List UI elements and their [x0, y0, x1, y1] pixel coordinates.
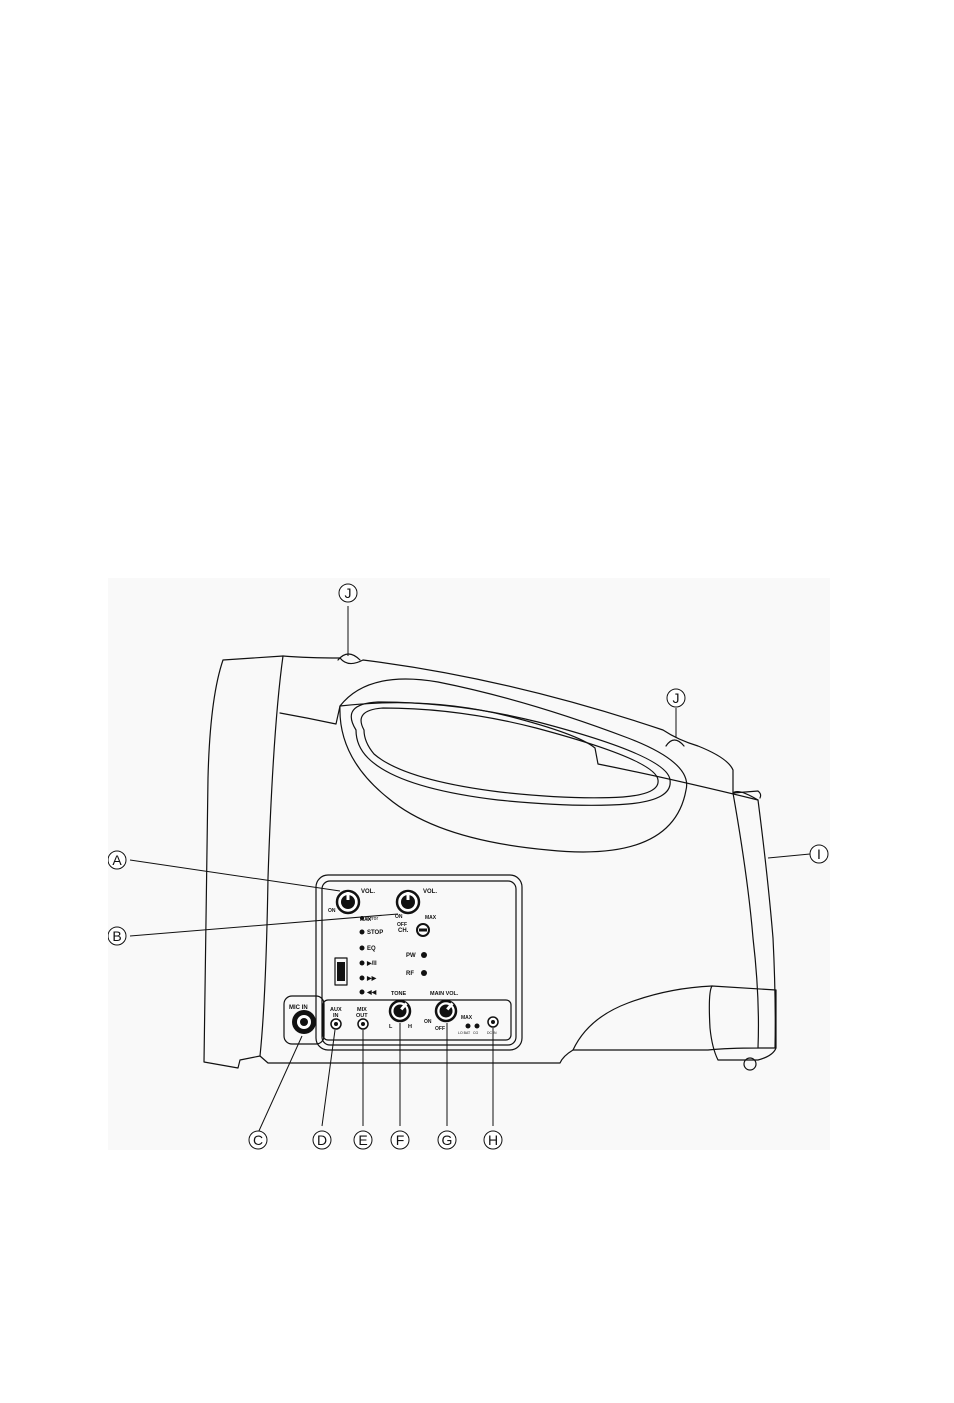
play-pause-button-dot: [360, 961, 365, 966]
eq-button-dot: [360, 946, 365, 951]
dc-in-jack: [488, 1017, 498, 1027]
ff-button-dot: [360, 976, 365, 981]
callout-g: G: [442, 1132, 453, 1148]
callout-d: D: [317, 1132, 327, 1148]
dc-in-label: DC IN: [487, 1031, 497, 1035]
tone-label: TONE: [391, 991, 407, 997]
stop-label: STOP: [367, 930, 383, 936]
main-volume-knob: [436, 1001, 456, 1021]
max-label-b: MAX: [425, 915, 437, 921]
channel-selector: [417, 924, 429, 936]
main-on-label: ON: [424, 1019, 432, 1025]
lo-bat-led: [466, 1024, 471, 1029]
callout-b: B: [112, 928, 121, 944]
on-label-a: ON: [328, 908, 336, 914]
callout-j-rear: J: [673, 690, 680, 706]
mic-in-jack: [292, 1010, 316, 1034]
eq-label: EQ: [367, 946, 376, 952]
mic-in-label: MIC IN: [289, 1005, 308, 1011]
rew-button-dot: [360, 990, 365, 995]
cg-label: CG: [473, 1031, 479, 1035]
callout-h: H: [488, 1132, 498, 1148]
lo-bat-label: LO BAT: [458, 1031, 471, 1035]
input-strip: [323, 1000, 511, 1040]
on-label-b: ON: [395, 914, 403, 920]
mix-out-jack: [358, 1019, 368, 1029]
ff-label: ▶▶: [366, 975, 377, 982]
callout-f: F: [396, 1132, 405, 1148]
aux-in-jack: [331, 1019, 341, 1029]
speaker-side-view: VOL. VOL. ON MAX ON OFF MAX Error STOP E…: [108, 578, 830, 1150]
stop-button-dot: [360, 930, 365, 935]
rew-label: ◀◀: [366, 989, 377, 996]
mix-out-label: OUT: [356, 1013, 368, 1019]
pw-label: PW: [406, 953, 416, 959]
main-max-label: MAX: [461, 1015, 473, 1021]
top-peg-rear: [666, 740, 684, 746]
tone-knob: [390, 1001, 410, 1021]
callout-i: I: [817, 846, 821, 862]
volume-knob-b: [397, 891, 419, 913]
tone-h-label: H: [408, 1024, 412, 1030]
rf-label: RF: [406, 971, 414, 977]
ch-label: CH.: [398, 928, 409, 934]
main-vol-label: MAIN VOL.: [430, 991, 459, 997]
callout-e: E: [358, 1132, 367, 1148]
vol-label-a: VOL.: [361, 889, 375, 895]
callout-j-top: J: [345, 585, 352, 601]
tone-l-label: L: [389, 1024, 393, 1030]
main-off-label: OFF: [435, 1026, 445, 1032]
pw-led: [421, 952, 427, 958]
aux-in-label: IN: [333, 1013, 339, 1019]
front-cap: [204, 656, 283, 1068]
rf-led: [421, 970, 427, 976]
cg-led: [475, 1024, 480, 1029]
speaker-diagram: VOL. VOL. ON MAX ON OFF MAX Error STOP E…: [108, 578, 830, 1150]
callout-a: A: [112, 852, 122, 868]
callout-c: C: [253, 1132, 263, 1148]
play-pause-label: ▶/II: [366, 960, 377, 967]
volume-knob-a: [337, 891, 359, 913]
vol-label-b: VOL.: [423, 889, 437, 895]
